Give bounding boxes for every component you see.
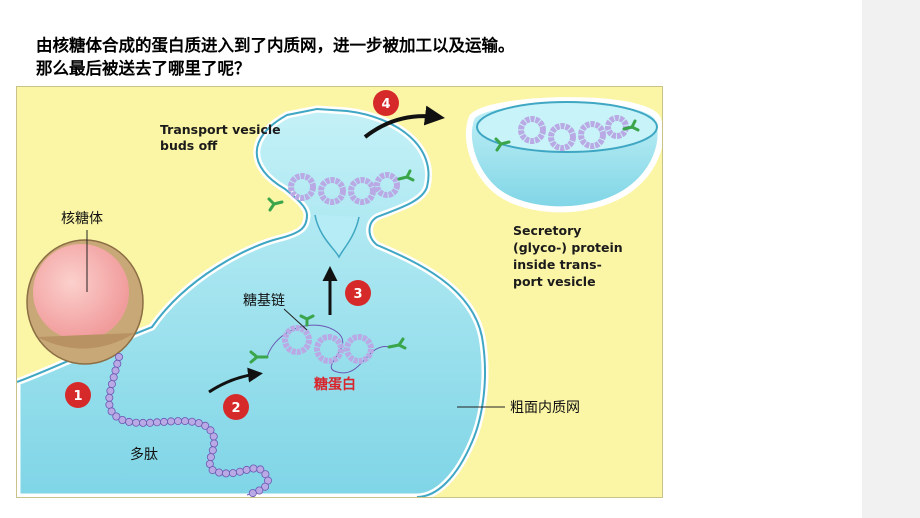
polypeptide-bead (105, 400, 114, 409)
polypeptide-bead (209, 432, 218, 441)
sugar-chain-label: 糖基链 (243, 292, 285, 309)
secretory-label-line-3: inside trans- (513, 257, 602, 272)
polypeptide-bead (107, 380, 116, 389)
sugar-chain-leader-line (283, 308, 308, 331)
glycoprotein-in-bud (288, 172, 400, 205)
polypeptide-bead (180, 417, 189, 426)
polypeptide-bead (145, 418, 154, 427)
polypeptide-bead (248, 489, 257, 497)
diagram-svg: 1 2 3 4 Transport vesicle buds off Secre… (17, 90, 662, 497)
secretory-label-line-2: (glyco-) protein (513, 240, 623, 255)
polypeptide-bead (206, 426, 215, 435)
polypeptide-bead (113, 359, 122, 368)
polypeptide-bead (132, 418, 141, 427)
polypeptide-bead (210, 439, 219, 448)
arrow-step-2 (208, 367, 263, 394)
polypeptide-bead (208, 446, 217, 455)
polypeptide-bead (206, 453, 215, 462)
polypeptide-bead (261, 482, 270, 491)
slide-heading: 由核糖体合成的蛋白质进入到了内质网，进一步被加工以及运输。 那么最后被送去了哪里… (36, 34, 515, 80)
polypeptide-bead (256, 465, 265, 474)
transport-vesicle-label-line-1: Transport vesicle (160, 122, 281, 137)
polypeptide-bead (109, 373, 118, 382)
glycoprotein-in-er (266, 324, 390, 374)
polypeptide-bead (112, 412, 121, 421)
step-1-number: 1 (73, 389, 82, 404)
step-3-marker: 3 (345, 280, 371, 306)
polypeptide-bead (159, 417, 168, 426)
vesicle-neck (314, 214, 360, 259)
polypeptide-bead (242, 465, 251, 474)
er-vesicle-diagram: 1 2 3 4 Transport vesicle buds off Secre… (16, 86, 663, 498)
arrow-step-4 (363, 105, 445, 139)
transport-vesicle-label-line-2: buds off (160, 138, 218, 153)
glycoprotein-label: 糖蛋白 (314, 376, 356, 393)
polypeptide-label: 多肽 (130, 446, 158, 463)
right-margin-strip (862, 0, 920, 518)
step-4-marker: 4 (373, 90, 399, 116)
polypeptide-bead (105, 393, 114, 402)
step-2-number: 2 (231, 401, 240, 416)
polypeptide-bead (166, 417, 175, 426)
sugar-chains (249, 119, 640, 364)
ribosome-label: 核糖体 (61, 211, 103, 227)
polypeptide-bead (125, 417, 134, 426)
step-2-marker: 2 (223, 394, 249, 420)
polypeptide-bead (107, 407, 116, 416)
secretory-label-line-4: port vesicle (513, 274, 596, 289)
polypeptide-bead (106, 386, 115, 395)
polypeptide-bead (221, 469, 230, 478)
polypeptide-bead (115, 352, 124, 361)
rough-er-label: 粗面内质网 (510, 400, 580, 416)
step-1-marker: 1 (65, 382, 91, 408)
polypeptide-bead (235, 467, 244, 476)
polypeptide-chain (105, 352, 272, 497)
polypeptide-bead (118, 415, 127, 424)
polypeptide-bead (249, 464, 258, 473)
polypeptide-bead (215, 468, 224, 477)
polypeptide-bead (228, 469, 237, 478)
secretory-label-line-1: Secretory (513, 223, 581, 238)
heading-line-2: 那么最后被送去了哪里了呢？ (36, 59, 251, 78)
polypeptide-bead (173, 417, 182, 426)
step-3-number: 3 (353, 287, 362, 302)
polypeptide-bead (139, 418, 148, 427)
step-4-number: 4 (381, 97, 390, 112)
polypeptide-bead (201, 421, 210, 430)
er-membrane-outline (17, 107, 486, 497)
heading-line-1: 由核糖体合成的蛋白质进入到了内质网，进一步被加工以及运输。 (36, 36, 515, 55)
polypeptide-bead (111, 366, 120, 375)
polypeptide-bead (187, 417, 196, 426)
polypeptide-bead (152, 418, 161, 427)
ribosome (26, 239, 144, 365)
